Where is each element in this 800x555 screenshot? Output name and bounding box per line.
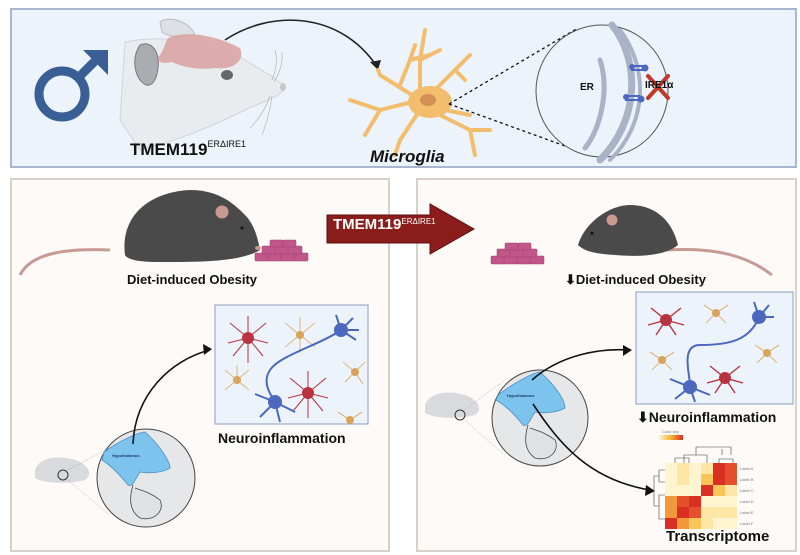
heatmap-row-label: Label D [740, 499, 754, 504]
heatmap-cell [725, 474, 737, 485]
down-arrow-icon: ⬇ [565, 272, 576, 287]
heatmap-color-key [659, 435, 683, 440]
heatmap-cell [713, 496, 725, 507]
diet-induced-obesity-label-left: Diet-induced Obesity [127, 272, 258, 287]
heatmap-cell [713, 507, 725, 518]
heatmap-cell [665, 507, 677, 518]
heatmap-cell [713, 474, 725, 485]
ire1-cross-icon [646, 74, 670, 100]
heatmap-cell [713, 485, 725, 496]
microglia-label: Microglia [370, 147, 445, 166]
heatmap-cell [677, 496, 689, 507]
heatmap-row-label: Label E [740, 510, 754, 515]
brain-zoom-right [425, 369, 589, 467]
white-mouse-head-illustration [119, 18, 286, 151]
heatmap-row-label: Label A [740, 466, 754, 471]
mouse-model-label: TMEM119ERΔIRE1 [130, 139, 247, 159]
heatmap-cell [665, 496, 677, 507]
male-symbol-icon [34, 50, 108, 122]
microglia-cell-illustration [348, 28, 492, 157]
heatmap-cell [689, 496, 701, 507]
neuroinflammation-label-left: Neuroinflammation [218, 430, 346, 446]
arrow-to-microglia [224, 19, 379, 69]
heatmap-cell [689, 518, 701, 529]
heatmap-cell [665, 463, 677, 474]
heatmap-cell [725, 463, 737, 474]
heatmap-cell [677, 485, 689, 496]
heatmap-cell [725, 485, 737, 496]
arrow-to-transcriptome [532, 403, 651, 491]
heatmap-cell [689, 485, 701, 496]
diet-induced-obesity-label-right: ⬇Diet-induced Obesity [565, 272, 706, 287]
heatmap-cell [689, 507, 701, 518]
heatmap-cell [701, 496, 713, 507]
heatmap-cell [725, 507, 737, 518]
heatmap-cell [677, 518, 689, 529]
heatmap-cell [725, 496, 737, 507]
hypothalamus-label-right: Hypothalamus [507, 393, 535, 398]
food-pile-illustration-right [490, 242, 545, 265]
heatmap-row-label: Label F [740, 521, 754, 526]
heatmap-cell [701, 518, 713, 529]
food-pile-illustration [254, 239, 309, 262]
zoom-lines [448, 27, 591, 156]
neuroinflammation-image-right [635, 291, 794, 405]
heatmap-cell [689, 474, 701, 485]
er-label: ER [580, 82, 594, 93]
hypothalamus-label-left: Hypothalamus [112, 453, 140, 458]
heatmap [665, 463, 737, 529]
heatmap-cell [701, 474, 713, 485]
er-zoom-circle [535, 21, 669, 164]
down-arrow-icon: ⬇ [637, 409, 649, 425]
color-key-label: Color key [662, 429, 679, 434]
heatmap-row-label: Label C [740, 488, 754, 493]
ire1-label: IRE1α [645, 80, 674, 91]
heatmap-cell [665, 485, 677, 496]
lean-mouse-illustration [578, 205, 773, 277]
heatmap-cell [665, 518, 677, 529]
arrow-to-neuroinflammation-right [531, 348, 629, 381]
heatmap-row-label: Label B [740, 477, 754, 482]
transcriptome-label: Transcriptome [666, 528, 770, 545]
brain-zoom-left [35, 428, 196, 528]
heatmap-cell [689, 463, 701, 474]
heatmap-cell [677, 507, 689, 518]
heatmap-cell [677, 463, 689, 474]
heatmap-cell [713, 463, 725, 474]
heatmap-cell [701, 485, 713, 496]
neuroinflammation-image-left [214, 304, 369, 425]
obese-mouse-illustration [18, 190, 261, 276]
heatmap-cell [713, 518, 725, 529]
heatmap-cell [665, 474, 677, 485]
heatmap-cell [677, 474, 689, 485]
arrow-to-neuroinflammation-left [132, 349, 211, 445]
heatmap-dendrogram [653, 446, 734, 520]
neuroinflammation-label-right: ⬇Neuroinflammation [637, 409, 777, 425]
heatmap-cell [701, 463, 713, 474]
heatmap-cell [725, 518, 737, 529]
transition-arrow-label: TMEM119ERΔIRE1 [333, 216, 436, 233]
heatmap-cell [701, 507, 713, 518]
